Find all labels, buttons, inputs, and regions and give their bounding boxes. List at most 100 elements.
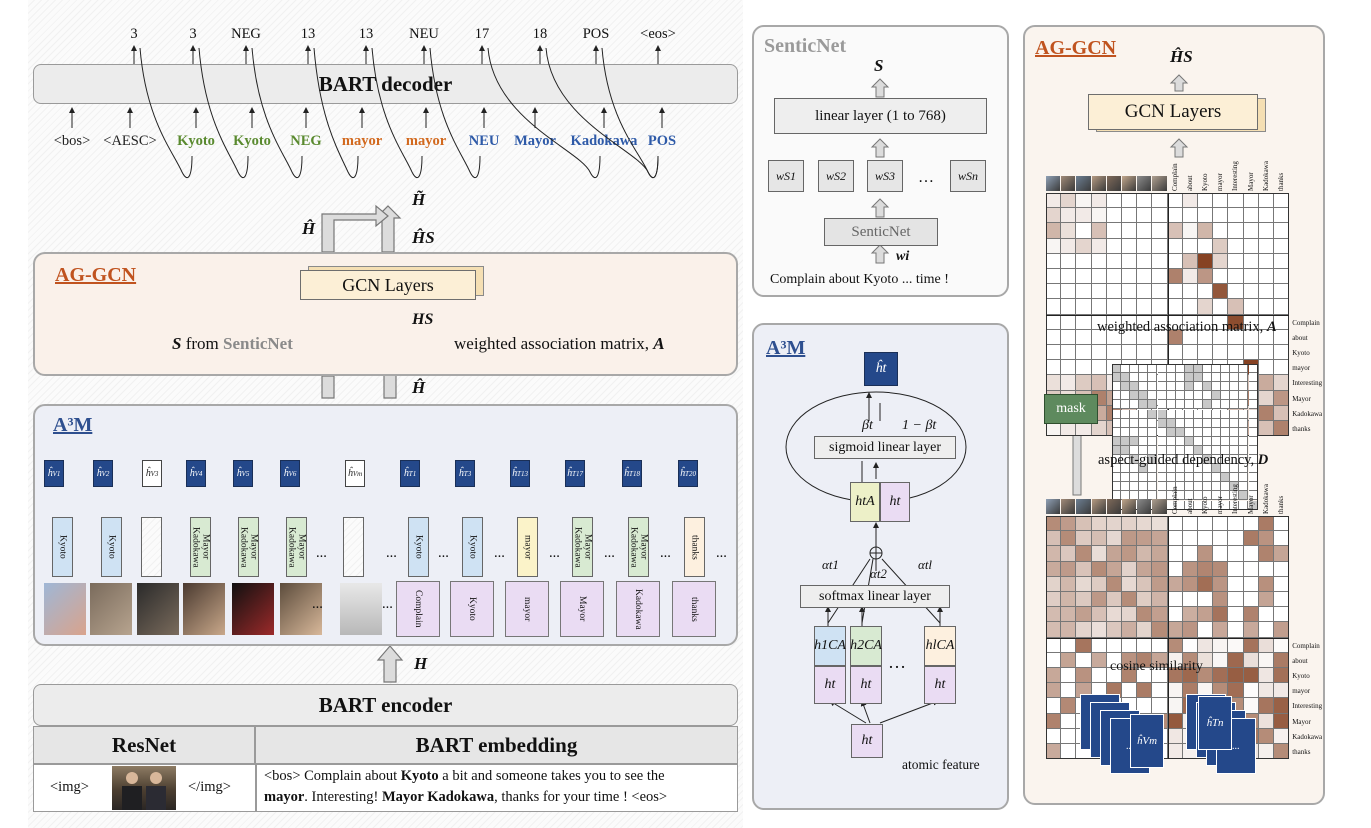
matrix-cell bbox=[1198, 223, 1214, 239]
matrix-cell bbox=[1091, 375, 1107, 391]
matrix-cell bbox=[1152, 622, 1168, 638]
matrix-cell bbox=[1193, 427, 1203, 437]
matrix-cell bbox=[1228, 223, 1244, 239]
matrix-cell bbox=[1167, 561, 1183, 577]
matrix-cell bbox=[1258, 390, 1274, 406]
matrix-cell bbox=[1112, 464, 1122, 474]
matrix-cell bbox=[1221, 427, 1231, 437]
matrix-cell bbox=[1243, 238, 1259, 254]
a3m-region-image bbox=[232, 583, 274, 635]
matrix-cell bbox=[1148, 418, 1158, 428]
matrix-cell bbox=[1193, 455, 1203, 465]
matrix-cell bbox=[1184, 491, 1194, 501]
matrix-cell bbox=[1203, 491, 1213, 501]
matrix-cell bbox=[1167, 637, 1183, 653]
matrix-cell bbox=[1166, 473, 1176, 483]
matrix-thumb bbox=[1137, 176, 1152, 191]
matrix-cell bbox=[1239, 445, 1249, 455]
matrix-cell bbox=[1046, 728, 1062, 744]
wam-caption-text: weighted association matrix, bbox=[1097, 319, 1264, 335]
matrix-cell bbox=[1167, 223, 1183, 239]
linear-label: linear layer (1 to 768) bbox=[815, 107, 946, 124]
matrix-cell bbox=[1157, 409, 1167, 419]
matrix-cell bbox=[1130, 473, 1140, 483]
matrix-cell bbox=[1091, 622, 1107, 638]
matrix-cell bbox=[1148, 400, 1158, 410]
matrix-cell bbox=[1167, 531, 1183, 547]
h-hat-in-label: Ĥ bbox=[412, 378, 426, 397]
matrix-cell bbox=[1203, 464, 1213, 474]
matrix-col-label: Interesting bbox=[1231, 161, 1240, 191]
matrix-cell bbox=[1198, 345, 1214, 361]
matrix-row-label: Complain bbox=[1292, 318, 1320, 327]
matrix-cell bbox=[1182, 238, 1198, 254]
decoder-output-token: NEU bbox=[409, 26, 439, 42]
matrix-cell bbox=[1203, 373, 1213, 383]
matrix-cell bbox=[1198, 561, 1214, 577]
matrix-cell bbox=[1258, 269, 1274, 285]
matrix-cell bbox=[1076, 516, 1092, 532]
a3m-text-word: thanks bbox=[684, 517, 705, 577]
matrix-cell bbox=[1076, 652, 1092, 668]
matrix-cell bbox=[1243, 637, 1259, 653]
matrix-cell bbox=[1166, 364, 1176, 374]
matrix-cell bbox=[1061, 516, 1077, 532]
matrix-cell bbox=[1061, 652, 1077, 668]
matrix-cell bbox=[1167, 592, 1183, 608]
matrix-row-label: Interesting bbox=[1292, 379, 1323, 388]
matrix-cell bbox=[1243, 299, 1259, 315]
matrix-cell bbox=[1166, 409, 1176, 419]
matrix-cell bbox=[1175, 436, 1185, 446]
a3m-text-token-label: Kyoto bbox=[467, 597, 477, 621]
matrix-cell bbox=[1221, 373, 1231, 383]
wam-text: weighted association matrix, bbox=[454, 334, 649, 353]
matrix-cell bbox=[1167, 314, 1183, 330]
input-photo bbox=[112, 766, 176, 810]
a3m-ellipsis: ... bbox=[382, 596, 393, 612]
matrix-cell bbox=[1152, 345, 1168, 361]
matrix-cell bbox=[1139, 382, 1149, 392]
matrix-cell bbox=[1122, 238, 1138, 254]
matrix-thumb bbox=[1076, 176, 1091, 191]
matrix-cell bbox=[1213, 193, 1229, 209]
matrix-cell bbox=[1182, 284, 1198, 300]
matrix-cell bbox=[1130, 382, 1140, 392]
one-minus-beta-label: 1 − βt bbox=[902, 418, 937, 433]
mask-box: mask bbox=[1044, 394, 1098, 424]
matrix-cell bbox=[1198, 238, 1214, 254]
matrix-cell bbox=[1184, 409, 1194, 419]
alpha-2: αt2 bbox=[870, 566, 887, 581]
matrix-cell bbox=[1076, 375, 1092, 391]
matrix-cell bbox=[1198, 546, 1214, 562]
matrix-cell bbox=[1221, 409, 1231, 419]
matrix-cell bbox=[1203, 473, 1213, 483]
matrix-cell bbox=[1112, 364, 1122, 374]
matrix-cell bbox=[1112, 418, 1122, 428]
matrix-col-label: mayor bbox=[1216, 496, 1225, 514]
matrix-cell bbox=[1243, 208, 1259, 224]
matrix-cell bbox=[1046, 284, 1062, 300]
decoder-shift-curve bbox=[313, 47, 359, 178]
a3m-text-word-label: thanks bbox=[689, 534, 700, 560]
matrix-row-label: Kyoto bbox=[1292, 349, 1310, 357]
matrix-cell bbox=[1230, 473, 1240, 483]
matrix-cell bbox=[1258, 576, 1274, 592]
matrix-cell bbox=[1182, 592, 1198, 608]
matrix-cell bbox=[1106, 607, 1122, 623]
matrix-cell bbox=[1157, 455, 1167, 465]
embedding-header: BART embedding bbox=[255, 726, 738, 764]
matrix-cell bbox=[1122, 223, 1138, 239]
matrix-cell bbox=[1112, 445, 1122, 455]
matrix-col-label: Complain bbox=[1170, 163, 1179, 191]
right-gcn-label: GCN Layers bbox=[1124, 101, 1222, 122]
matrix-cell bbox=[1061, 592, 1077, 608]
matrix-cell bbox=[1091, 284, 1107, 300]
matrix-cell bbox=[1175, 364, 1185, 374]
matrix-cell bbox=[1076, 299, 1092, 315]
decoder-input-token: POS bbox=[647, 133, 677, 149]
matrix-cell bbox=[1152, 223, 1168, 239]
matrix-cell bbox=[1184, 391, 1194, 401]
matrix-cell bbox=[1091, 561, 1107, 577]
matrix-cell bbox=[1228, 531, 1244, 547]
